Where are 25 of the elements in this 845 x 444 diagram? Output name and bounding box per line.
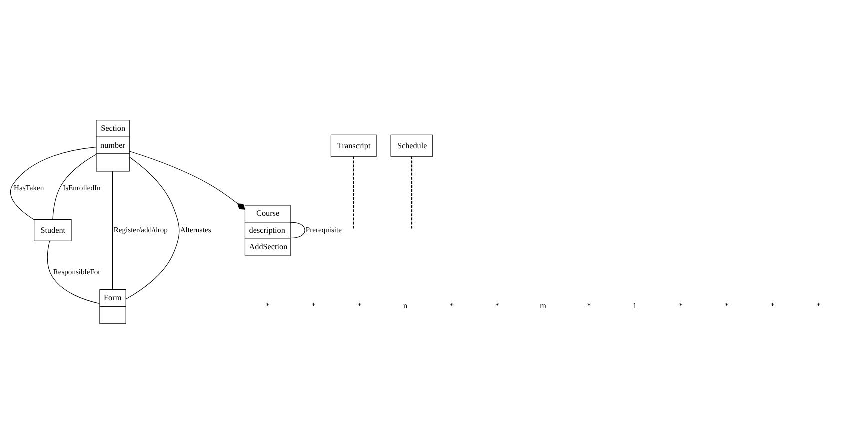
label: *	[358, 302, 362, 311]
label: *	[266, 302, 270, 311]
label: *	[816, 302, 821, 311]
label: *	[312, 302, 316, 311]
node-box: Student	[34, 219, 72, 242]
node-box: Transcript	[330, 134, 377, 157]
connector	[129, 151, 246, 210]
connector	[353, 156, 354, 230]
label: *	[724, 302, 729, 311]
connector	[290, 222, 306, 239]
label: 1	[633, 302, 638, 311]
connector	[52, 154, 96, 220]
label: *	[678, 302, 684, 311]
label: n	[404, 302, 408, 311]
label: *	[770, 302, 775, 311]
connector	[411, 156, 413, 230]
label: *	[495, 302, 500, 311]
connector	[10, 147, 96, 220]
label: *	[449, 302, 454, 311]
node-box: Schedule	[390, 134, 434, 157]
connector	[112, 171, 114, 290]
label: m	[540, 302, 546, 311]
label: *	[587, 302, 592, 311]
connector	[47, 241, 100, 304]
connector	[126, 156, 180, 300]
